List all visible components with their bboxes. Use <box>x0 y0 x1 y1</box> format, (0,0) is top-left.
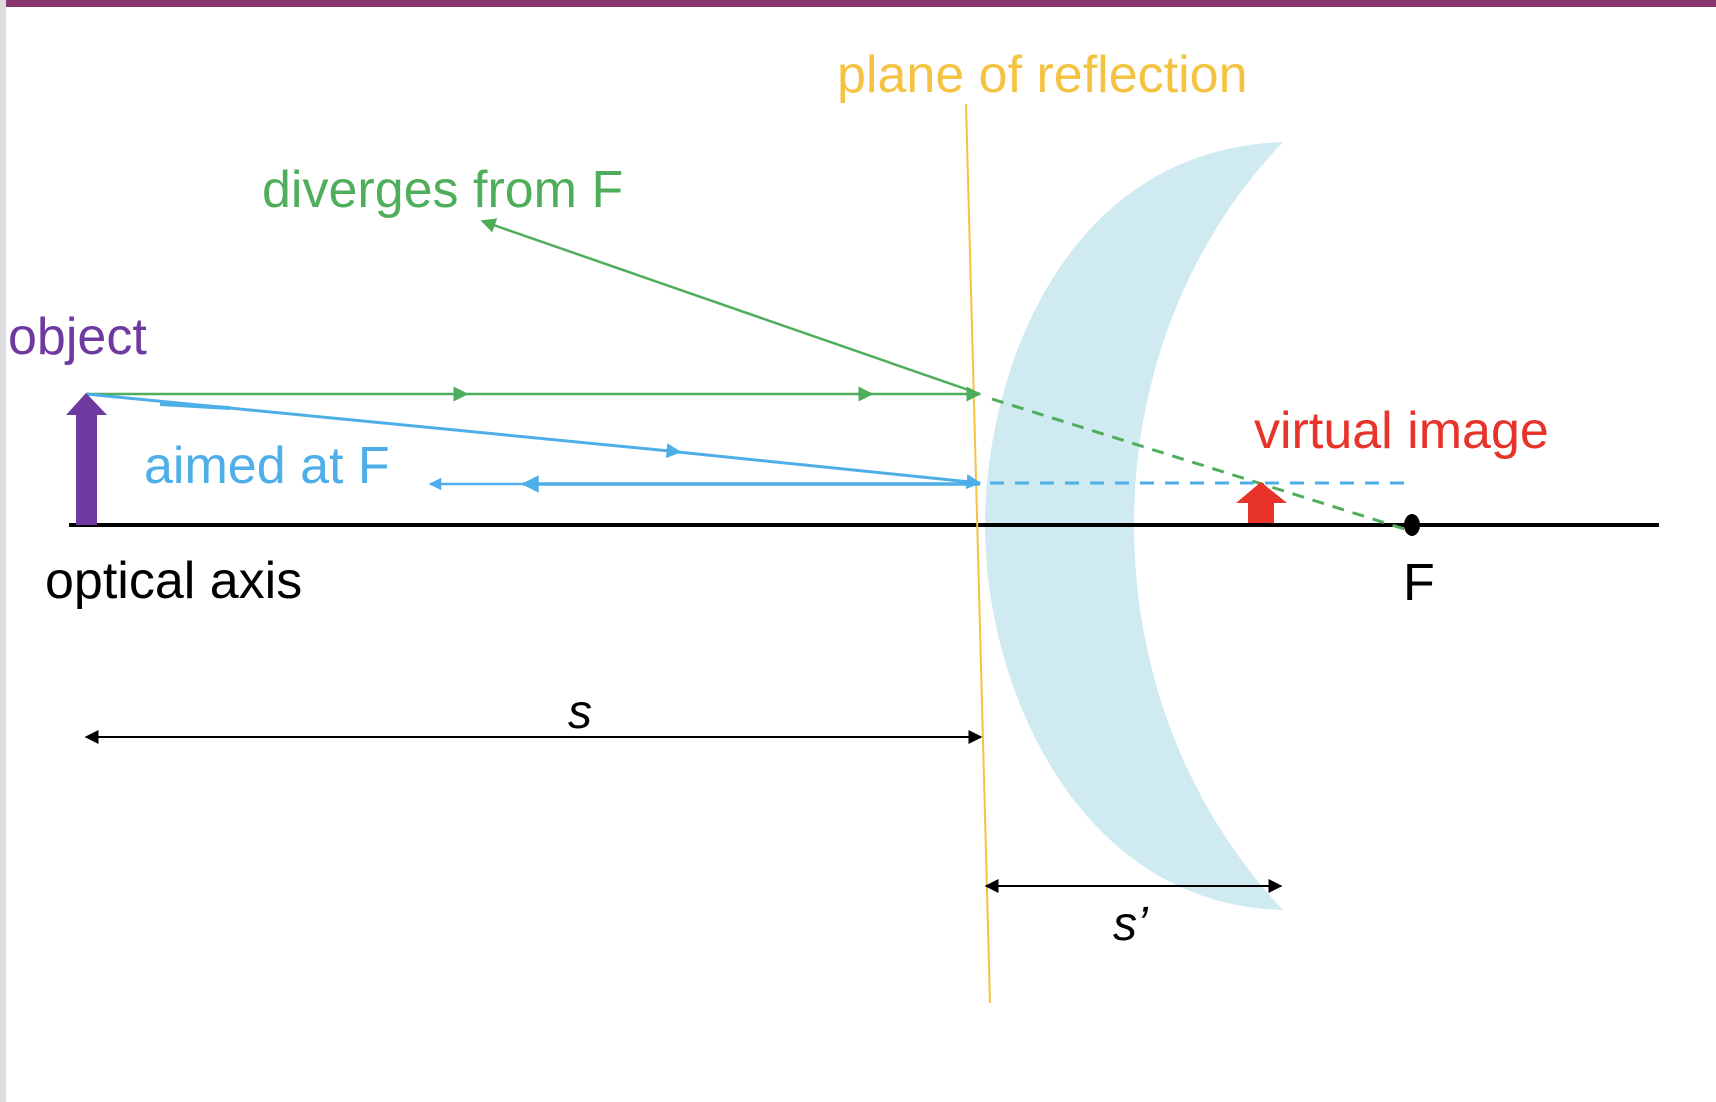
diverges-from-f-label: diverges from F <box>262 161 623 219</box>
image-distance-label: s’ <box>1113 898 1149 951</box>
left-window-edge <box>0 0 6 1102</box>
object-distance-label: s <box>568 686 592 739</box>
blue-ray <box>85 392 1404 493</box>
optical-axis-label: optical axis <box>45 552 302 610</box>
focal-point-dot <box>1404 514 1420 536</box>
object-arrow <box>66 393 107 525</box>
top-accent-bar <box>0 0 1716 7</box>
focal-point-label: F <box>1403 554 1435 612</box>
plane-of-reflection-label: plane of reflection <box>837 46 1248 104</box>
object-label: object <box>8 308 147 366</box>
green-ray <box>86 218 1415 534</box>
virtual-image-arrow <box>1236 482 1287 523</box>
virtual-image-label: virtual image <box>1254 402 1549 460</box>
plane-of-reflection-line <box>965 103 991 1004</box>
aimed-at-f-label: aimed at F <box>144 437 390 495</box>
